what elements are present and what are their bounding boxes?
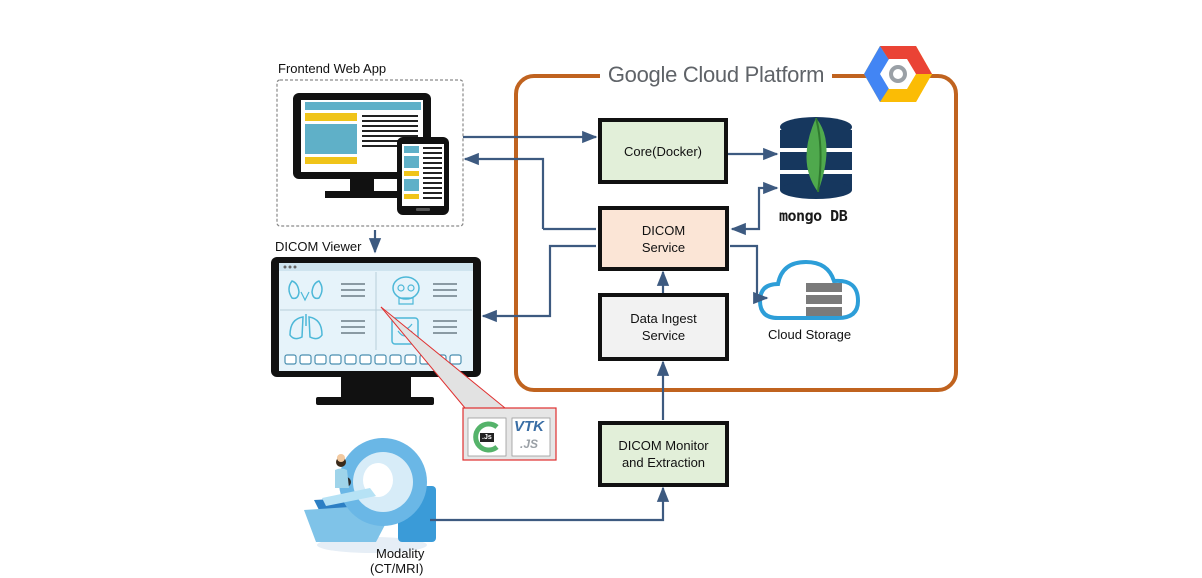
modality-type-label: (CT/MRI) (370, 561, 424, 576)
core-docker-box: Core(Docker) (598, 118, 728, 184)
vtk-badge: VTK (514, 418, 544, 435)
desktop-monitor-icon (293, 93, 431, 198)
cornerstone-logo-icon (473, 421, 499, 453)
ct-scanner-icon (304, 438, 436, 553)
vtk-badge-sub: .JS (520, 437, 539, 451)
cloud-storage-icon (757, 259, 861, 320)
cloud-storage-label: Cloud Storage (768, 327, 852, 342)
library-callout (380, 306, 557, 461)
dicom-monitor-box: DICOM Monitor and Extraction (598, 421, 729, 487)
data-ingest-service-box: Data Ingest Service (598, 293, 729, 361)
cornerstone-js-badge: .Js (480, 433, 494, 442)
gcp-title: Google Cloud Platform (600, 60, 832, 90)
frontend-label: Frontend Web App (278, 61, 387, 76)
modality-label: Modality (376, 546, 425, 561)
gcp-logo-icon (864, 46, 932, 102)
mongodb-label: mongo DB (779, 207, 848, 225)
mongodb-icon (780, 117, 852, 199)
dicom-service-box: DICOM Service (598, 206, 729, 271)
gcp-container (514, 74, 958, 392)
connectors (368, 130, 779, 522)
mobile-phone-icon (397, 137, 449, 215)
dicom-viewer-label: DICOM Viewer (275, 239, 362, 254)
frontend-frame (276, 79, 464, 227)
